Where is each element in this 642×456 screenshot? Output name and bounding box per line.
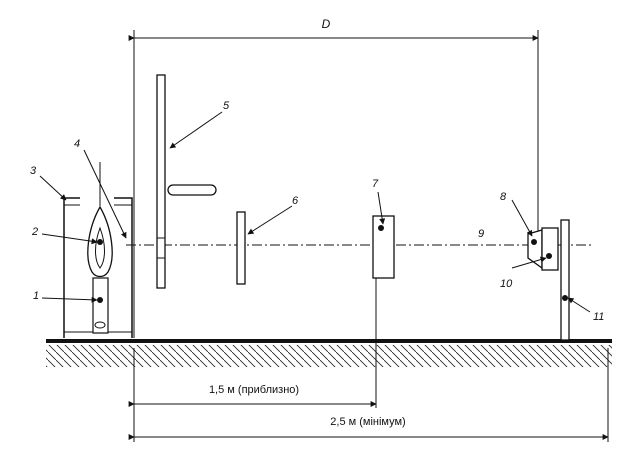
callout-4: 4 bbox=[74, 138, 80, 150]
callout-8: 8 bbox=[500, 191, 507, 203]
dimension-d: D bbox=[128, 17, 539, 338]
callout-6: 6 bbox=[292, 195, 299, 207]
callout-1: 1 bbox=[33, 290, 39, 302]
dimension-approx: 1,5 м (приблизно) bbox=[128, 276, 377, 442]
ground bbox=[46, 339, 612, 367]
flame bbox=[87, 205, 113, 278]
callout-7: 7 bbox=[372, 178, 379, 190]
leader-lines bbox=[39, 111, 591, 313]
callout-2: 2 bbox=[31, 226, 38, 238]
dimension-minimum-label: 2,5 м (мінімум) bbox=[330, 416, 405, 428]
stand bbox=[560, 219, 570, 341]
dimension-approx-label: 1,5 м (приблизно) bbox=[209, 384, 299, 396]
callout-9: 9 bbox=[478, 228, 484, 240]
detector bbox=[372, 215, 395, 279]
plate bbox=[236, 211, 246, 285]
burner bbox=[92, 277, 109, 334]
dimension-d-label: D bbox=[322, 17, 331, 31]
callout-11: 11 bbox=[593, 311, 604, 323]
callout-10: 10 bbox=[500, 278, 513, 290]
callout-5: 5 bbox=[223, 100, 230, 112]
radiometer bbox=[527, 227, 559, 271]
callout-3: 3 bbox=[30, 165, 37, 177]
screen bbox=[156, 74, 217, 289]
dimension-minimum: 2,5 м (мінімум) bbox=[128, 348, 609, 442]
